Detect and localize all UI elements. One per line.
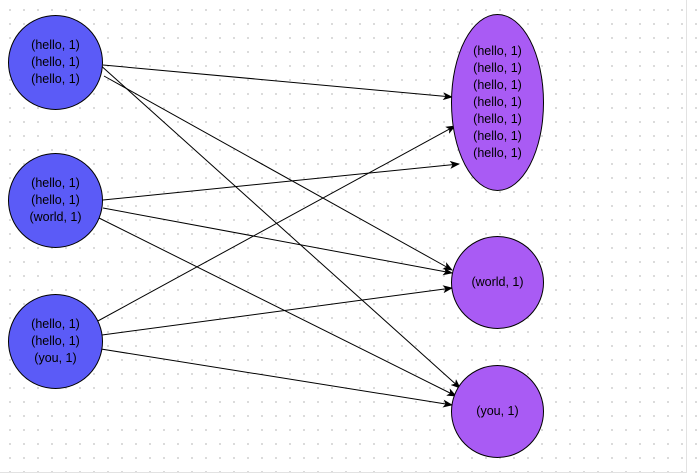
node-label: (you, 1) — [34, 351, 77, 365]
edge-src-3-to-tgt-you[interactable] — [100, 348, 453, 408]
node-label: (hello, 1) — [31, 38, 80, 52]
source-node-3[interactable]: (hello, 1) (hello, 1) (you, 1) — [8, 294, 103, 389]
node-label: (hello, 1) — [473, 44, 522, 58]
node-label: (hello, 1) — [473, 78, 522, 92]
target-node-hello[interactable]: (hello, 1) (hello, 1) (hello, 1) (hello,… — [451, 14, 544, 191]
source-node-2[interactable]: (hello, 1) (hello, 1) (world, 1) — [8, 153, 103, 248]
source-node-1[interactable]: (hello, 1) (hello, 1) (hello, 1) — [8, 15, 103, 110]
node-label: (hello, 1) — [473, 146, 522, 160]
edge-src-1-to-tgt-hello[interactable] — [102, 64, 453, 101]
node-label: (hello, 1) — [31, 334, 80, 348]
edge-src-3-to-tgt-hello[interactable] — [95, 125, 456, 323]
node-label: (hello, 1) — [31, 317, 80, 331]
edge-src-1-to-tgt-you[interactable] — [97, 62, 461, 389]
edge-src-1-to-tgt-world[interactable] — [103, 75, 453, 271]
node-label: (hello, 1) — [31, 176, 80, 190]
edge-src-3-to-tgt-world[interactable] — [101, 285, 453, 336]
node-label: (hello, 1) — [473, 112, 522, 126]
node-label: (hello, 1) — [31, 193, 80, 207]
target-node-you[interactable]: (you, 1) — [451, 365, 544, 458]
node-label: (world, 1) — [471, 275, 524, 289]
node-label: (world, 1) — [29, 210, 82, 224]
node-label: (you, 1) — [476, 404, 519, 418]
node-label: (hello, 1) — [473, 61, 522, 75]
edge-src-2-to-tgt-hello[interactable] — [102, 160, 460, 201]
edge-src-2-to-tgt-you[interactable] — [96, 216, 457, 397]
node-label: (hello, 1) — [473, 95, 522, 109]
edge-src-2-to-tgt-world[interactable] — [102, 207, 453, 276]
node-label: (hello, 1) — [31, 72, 80, 86]
target-node-world[interactable]: (world, 1) — [451, 236, 544, 329]
node-label: (hello, 1) — [473, 129, 522, 143]
node-label: (hello, 1) — [31, 55, 80, 69]
